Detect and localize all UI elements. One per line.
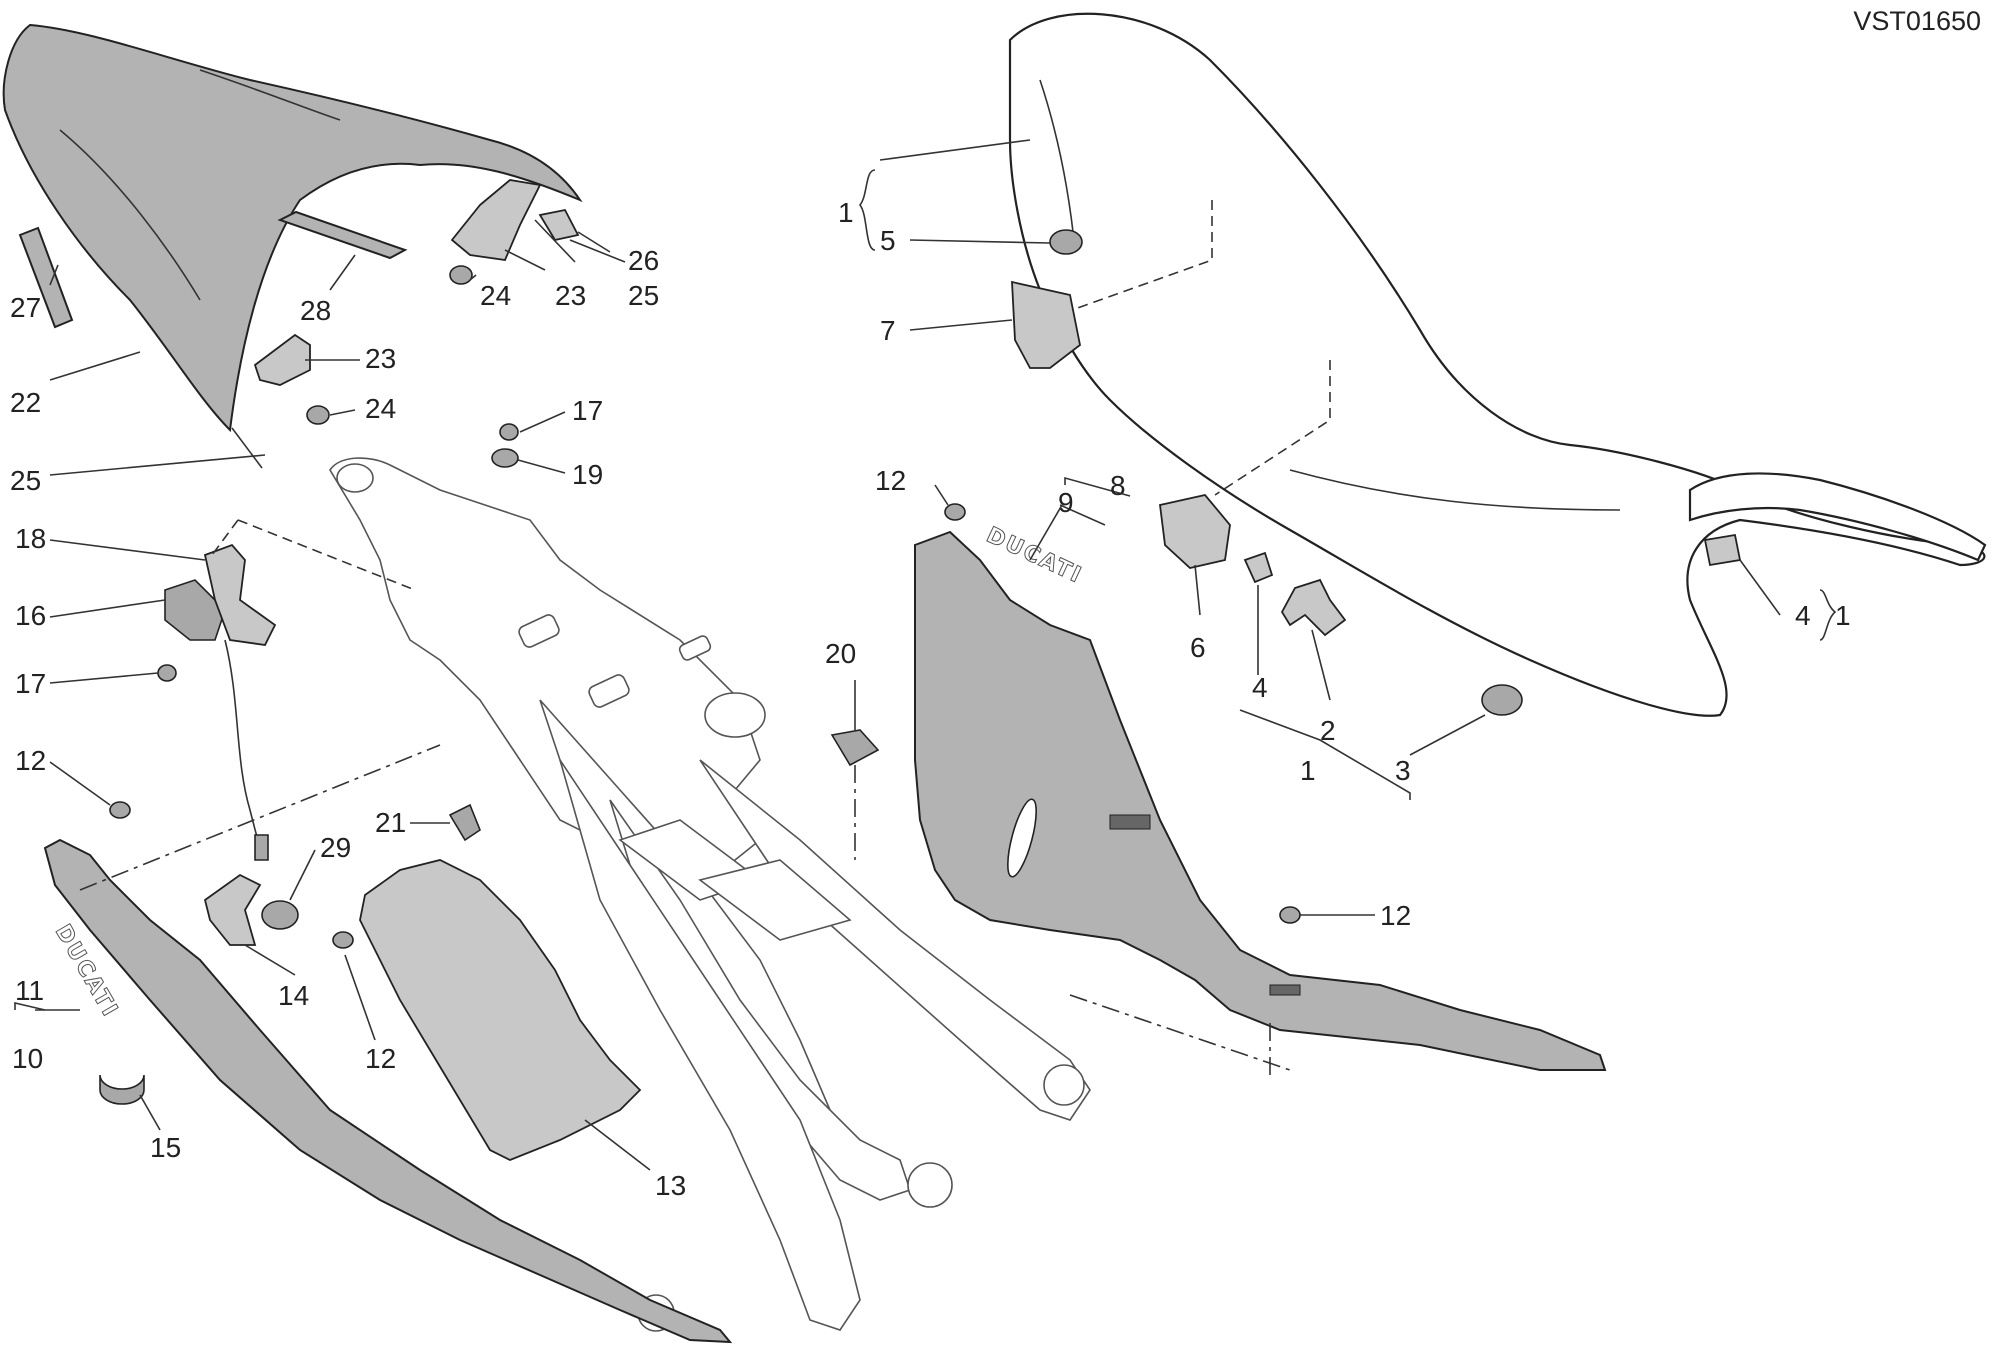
callout-27: 27 (10, 292, 41, 323)
nut-24-mid (306, 405, 330, 425)
seat-latch-bracket-6 (1159, 494, 1231, 569)
adhesive-strip-27 (18, 226, 74, 329)
cable-end (254, 834, 269, 861)
callout-26: 26 (628, 245, 659, 276)
rubber-bumper-3 (1481, 684, 1523, 716)
latch-assembly-16 (164, 579, 226, 641)
callout-2: 2 (1320, 715, 1336, 746)
pin-25-top (534, 219, 576, 263)
ring-nut-29 (261, 900, 299, 930)
rubber-bumper-5 (1049, 229, 1083, 255)
callout-1: 1 (1835, 600, 1851, 631)
callout-11: 11 (15, 975, 44, 1006)
callout-29: 29 (320, 832, 351, 863)
callout-12: 12 (365, 1043, 396, 1074)
ducati-logo-right: DUCATI (982, 523, 1086, 589)
pad-26 (538, 208, 580, 242)
callout-21: 21 (375, 807, 406, 838)
washer-19 (491, 448, 519, 468)
screw-12-right-top (944, 503, 966, 521)
callout-6: 6 (1190, 632, 1206, 663)
callout-25: 25 (10, 465, 41, 496)
callout-14: 14 (278, 980, 309, 1011)
callout-1: 1 (1300, 755, 1316, 786)
callout-4: 4 (1795, 600, 1811, 631)
screw-17-lower (157, 664, 177, 682)
seat-bracket-23-top (450, 179, 542, 261)
callout-12: 12 (875, 465, 906, 496)
undertray-13 (359, 859, 642, 1161)
clip-4-right (1703, 533, 1742, 567)
screw-12-undertray (332, 931, 354, 949)
callout-7: 7 (880, 315, 896, 346)
callout-12: 12 (15, 745, 46, 776)
callout-24: 24 (480, 280, 511, 311)
screw-12-left (109, 801, 131, 819)
callout-9: 9 (1058, 487, 1074, 518)
callout-5: 5 (880, 225, 896, 256)
bracket-18 (203, 543, 277, 646)
callout-8: 8 (1110, 470, 1126, 501)
callout-4: 4 (1252, 672, 1268, 703)
callout-13: 13 (655, 1170, 686, 1201)
callout-23: 23 (365, 343, 396, 374)
assembly-lines (79, 200, 1331, 1075)
leader-lines (35, 139, 1781, 1171)
callout-15: 15 (150, 1132, 181, 1163)
lock-cylinder-15 (99, 1074, 145, 1105)
callout-17: 17 (572, 395, 603, 426)
bracket-14 (203, 873, 262, 946)
seat-latch-bracket-7 (1011, 280, 1081, 369)
drawing-code: VST01650 (1853, 6, 1981, 36)
grommet-20 (830, 729, 880, 767)
callout-22: 22 (10, 387, 41, 418)
callout-1: 1 (838, 197, 854, 228)
right-side-panel (914, 530, 1607, 1071)
callout-20: 20 (825, 638, 856, 669)
screw-17-top (499, 423, 519, 441)
nut-24-top (449, 265, 473, 285)
callout-16: 16 (15, 600, 46, 631)
callout-24: 24 (365, 393, 396, 424)
rear-subframe (329, 457, 1091, 1332)
hook-2 (1280, 578, 1347, 637)
clip-21 (448, 803, 481, 842)
callout-23: 23 (555, 280, 586, 311)
callout-17: 17 (15, 668, 46, 699)
release-cable (224, 639, 261, 851)
callout-3: 3 (1395, 755, 1411, 786)
seat-bracket-23-mid (253, 333, 311, 386)
passenger-seat-cover (2, 23, 583, 433)
callout-labels: 27 22 25 28 24 23 25 26 23 24 17 19 18 1… (10, 197, 1851, 1201)
left-side-panel (43, 838, 733, 1344)
callout-25: 25 (628, 280, 659, 311)
clip-4 (1243, 551, 1274, 584)
callout-19: 19 (572, 459, 603, 490)
screw-12-right-bottom (1279, 906, 1301, 924)
callout-18: 18 (15, 523, 46, 554)
callout-10: 10 (12, 1043, 43, 1074)
foam-pad-28 (277, 210, 408, 260)
callout-28: 28 (300, 295, 331, 326)
callout-12: 12 (1380, 900, 1411, 931)
pin-25-lower (231, 427, 263, 469)
grouping-brackets (14, 169, 1837, 1011)
